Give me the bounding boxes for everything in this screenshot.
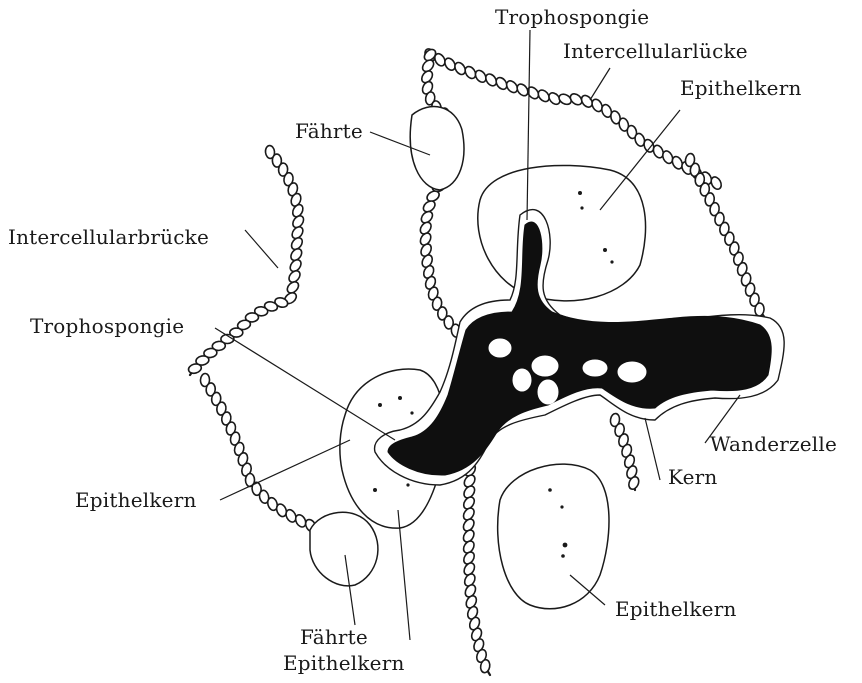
faehrte-lower (310, 512, 378, 586)
label-epithelkern-bottom: Epithelkern (283, 652, 405, 674)
nucleus-lobe (618, 362, 646, 382)
leader-intercellularbruecke (245, 230, 278, 268)
faehrte-upper (410, 107, 464, 190)
label-kern: Kern (668, 466, 717, 488)
chromatin-dot (406, 483, 409, 486)
chromatin-dot (610, 260, 613, 263)
chromatin-dot (563, 543, 568, 548)
chromatin-dot (378, 403, 382, 407)
chromatin-dot (580, 206, 583, 209)
nucleus-lobe (532, 356, 558, 376)
left-upper-wall (190, 152, 298, 375)
nucleus-top (478, 165, 646, 300)
leader-epithelkern-bottom (398, 510, 410, 640)
chromatin-dot (561, 554, 565, 558)
chromatin-dot (603, 248, 607, 252)
bridge-bead (754, 303, 764, 317)
bridge-bead (187, 363, 202, 375)
nucleus-lobe (489, 339, 511, 357)
label-epithelkern-top-right: Epithelkern (680, 77, 802, 99)
label-trophospongie-top: Trophospongie (495, 6, 649, 28)
label-intercellularbruecke: Intercellularbrücke (8, 226, 209, 248)
chromatin-dot (560, 505, 563, 508)
label-wanderzelle: Wanderzelle (710, 433, 837, 455)
leader-kern (645, 418, 660, 480)
label-trophospongie-left: Trophospongie (30, 315, 184, 337)
label-faehrte-bottom: Fährte (300, 626, 368, 648)
nucleus-bottom-right (498, 464, 609, 609)
chromatin-dot (373, 488, 377, 492)
nucleus-lobe (583, 360, 607, 376)
leader-intercellularluecke (590, 68, 610, 100)
chromatin-dot (398, 396, 402, 400)
nucleus-lobe (538, 380, 558, 404)
chromatin-dot (578, 191, 582, 195)
chromatin-dot (548, 488, 552, 492)
label-epithelkern-left: Epithelkern (75, 489, 197, 511)
label-faehrte-top: Fährte (295, 120, 363, 142)
label-epithelkern-bottom-right: Epithelkern (615, 598, 737, 620)
chromatin-dot (410, 411, 413, 414)
label-intercellularluecke: Intercellularlücke (563, 40, 748, 62)
nucleus-lobe (513, 369, 531, 391)
